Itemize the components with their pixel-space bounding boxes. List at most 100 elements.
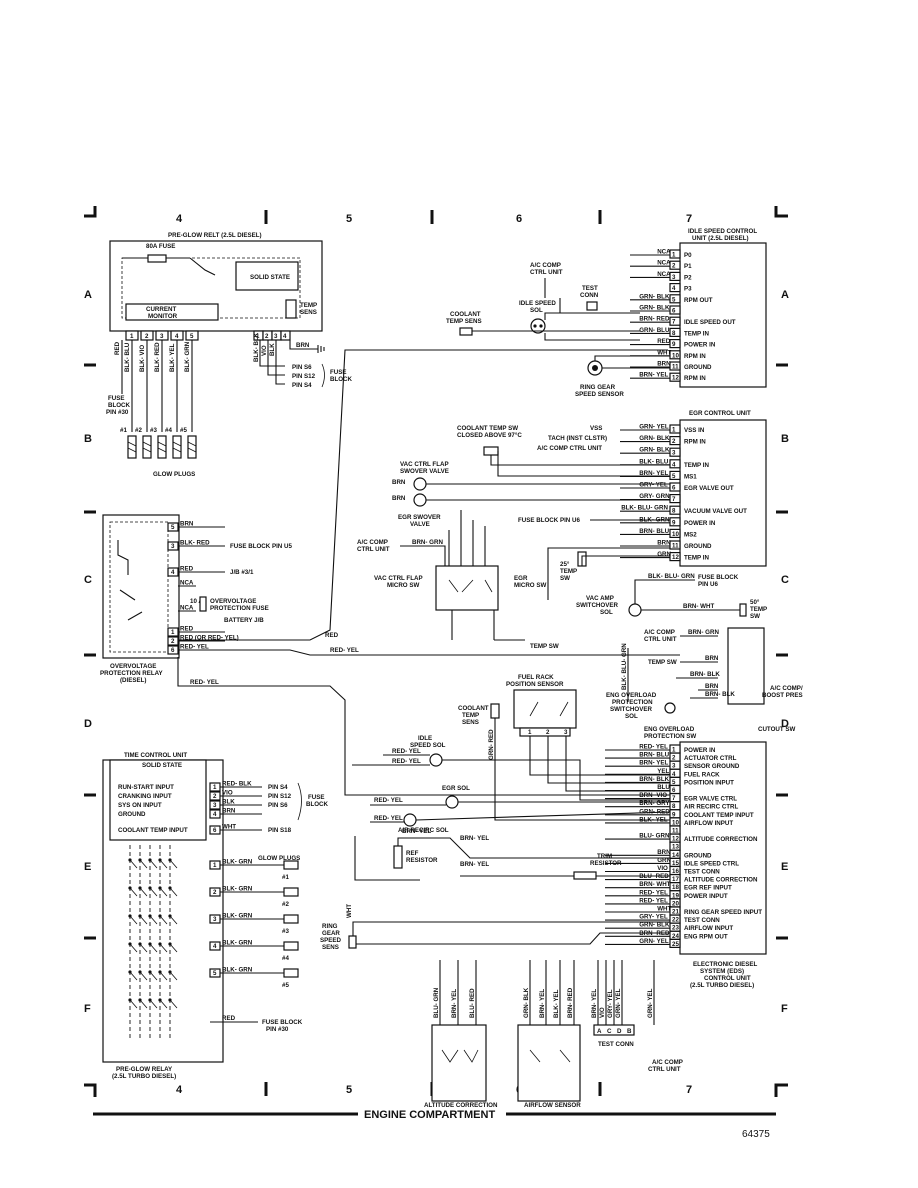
pin-function: POWER INPUT	[684, 893, 728, 900]
test-conn-block	[593, 1024, 635, 1036]
glow-plug-icon	[283, 941, 299, 951]
temp-sw-50: SW	[750, 613, 760, 620]
row-label: C	[781, 574, 789, 586]
pin: 3	[564, 729, 568, 736]
glow-plug-number: #2	[282, 901, 289, 908]
pin-function: FUEL RACK	[684, 771, 720, 778]
unit-pin	[669, 260, 681, 270]
wire-label: NCA	[657, 271, 671, 278]
trim-resistor-label: RESISTOR	[590, 860, 622, 867]
ovr-label: (DIESEL)	[120, 677, 146, 684]
wire-label: VIO	[599, 1007, 606, 1018]
pin-function: RPM IN	[684, 353, 706, 360]
wire-label: GRN- YEL	[639, 424, 669, 431]
eng-overload-sol: ENG OVERLOAD	[606, 692, 657, 699]
pin-number: 21	[672, 909, 679, 916]
solenoid-icon	[445, 795, 459, 809]
pin-number: 4	[175, 333, 179, 340]
pin-number: 3	[672, 763, 676, 770]
fuse-pin: PIN S4	[292, 382, 312, 389]
pin-function: TEMP IN	[684, 555, 710, 562]
wire-label: BRN- GRN	[412, 539, 443, 546]
switch-blade	[139, 887, 148, 897]
switch-blade	[129, 971, 138, 981]
wire-label: BLU- RED	[639, 873, 669, 880]
pin-number: 3	[274, 333, 278, 340]
pin-number: 2	[265, 333, 269, 340]
vac-flap-micro-label: MICRO SW	[387, 582, 419, 589]
ac-comp-ctrl-right: A/C COMP	[644, 629, 675, 636]
wire-label: GRN- YEL	[615, 988, 622, 1018]
pin-number: 1	[672, 252, 676, 259]
pin-number: 4	[213, 811, 217, 818]
idle-sol-label: IDLE	[418, 735, 432, 742]
battery-jb: BATTERY J/B	[224, 617, 264, 624]
ac-comp-bottom: A/C COMP	[652, 1059, 683, 1066]
wire-label: BLK	[269, 343, 276, 356]
pin-number: 8	[672, 508, 676, 515]
switch-blade	[149, 943, 158, 953]
wire-label: BLK- GRN	[222, 859, 253, 866]
fuse-block-30: PIN #30	[106, 409, 129, 416]
pin-function: ACTUATOR CTRL	[684, 755, 737, 762]
glow-plug-number: #2	[135, 427, 142, 434]
wire-label: BRN	[657, 849, 671, 856]
ref-resistor-label: REF	[406, 850, 419, 857]
pin-function: TEST CONN	[684, 917, 720, 924]
ring-gear-sensor-icon	[348, 935, 357, 949]
pin: 1	[528, 729, 532, 736]
wire-label: GRN	[657, 857, 671, 864]
vac-amp-label: SOL	[600, 609, 613, 616]
fuse-u6-right: PIN U6	[698, 581, 719, 588]
wire-label: BRN- YEL	[639, 372, 668, 379]
pin-function: TEMP IN	[684, 462, 710, 469]
pin-number: 13	[672, 844, 679, 851]
wire-label: BLK- BLK	[253, 332, 260, 362]
wire-label: RED- BLK	[222, 781, 252, 788]
switch-blade	[169, 859, 178, 869]
col-label: 4	[176, 1084, 183, 1096]
tcu-relay-label: (2.5L TURBO DIESEL)	[112, 1073, 176, 1080]
wire-label: RED	[657, 338, 671, 345]
vss-label: VSS	[590, 425, 602, 432]
wire-label: RED- YEL	[392, 748, 421, 755]
fuse-block-u5: FUSE BLOCK PIN U5	[230, 543, 292, 550]
switch-blade	[149, 887, 158, 897]
pin-number: 5	[213, 970, 217, 977]
wire-label: BLU- GRN	[639, 833, 670, 840]
switch-blade	[169, 999, 178, 1009]
wire-label: BLK- GRN	[222, 940, 253, 947]
wire-label: GRY- GRN	[639, 493, 670, 500]
unit-pin	[669, 540, 681, 550]
pin-number: 4	[672, 461, 676, 468]
wire-label: RED	[325, 632, 339, 639]
pin-function: VACUUM VALVE OUT	[684, 508, 747, 515]
wire-label: RED- YEL	[639, 889, 668, 896]
coolant-temp-sens-label: COOLANT	[450, 311, 481, 318]
pin-function: GROUND	[684, 543, 712, 550]
switch-blade	[139, 943, 148, 953]
coolant-sens-label: SENS	[462, 719, 479, 726]
idle-speed-sol-label: SOL	[530, 307, 543, 314]
wire-label: BRN- YEL	[639, 470, 668, 477]
current-monitor-label: CURRENT	[146, 306, 176, 313]
wire-label: BRN- YEL	[539, 989, 546, 1018]
pin-number: 19	[672, 892, 679, 899]
wire-label: GRN- BLK	[639, 305, 670, 312]
wire-label: BLU- RED	[469, 988, 476, 1018]
switch-blade	[159, 887, 168, 897]
pin-number: 3	[213, 802, 217, 809]
wire-label: GRN- BLK	[639, 293, 670, 300]
wire-label: GRN- BLK	[639, 922, 670, 929]
pin-function: AIRFLOW INPUT	[684, 925, 733, 932]
wire-label: BLK	[222, 799, 235, 806]
wire-label: WHT	[657, 349, 671, 356]
solenoid-icon	[628, 603, 642, 617]
wire-label: BRN	[222, 808, 236, 815]
pin-function: AIR RECIRC CTRL	[684, 804, 739, 811]
pin-function: RING GEAR SPEED INPUT	[684, 909, 762, 916]
pin-number: 25	[672, 941, 679, 948]
relay-coil	[117, 540, 129, 575]
col-label: 7	[686, 213, 692, 225]
switch-blade	[169, 971, 178, 981]
